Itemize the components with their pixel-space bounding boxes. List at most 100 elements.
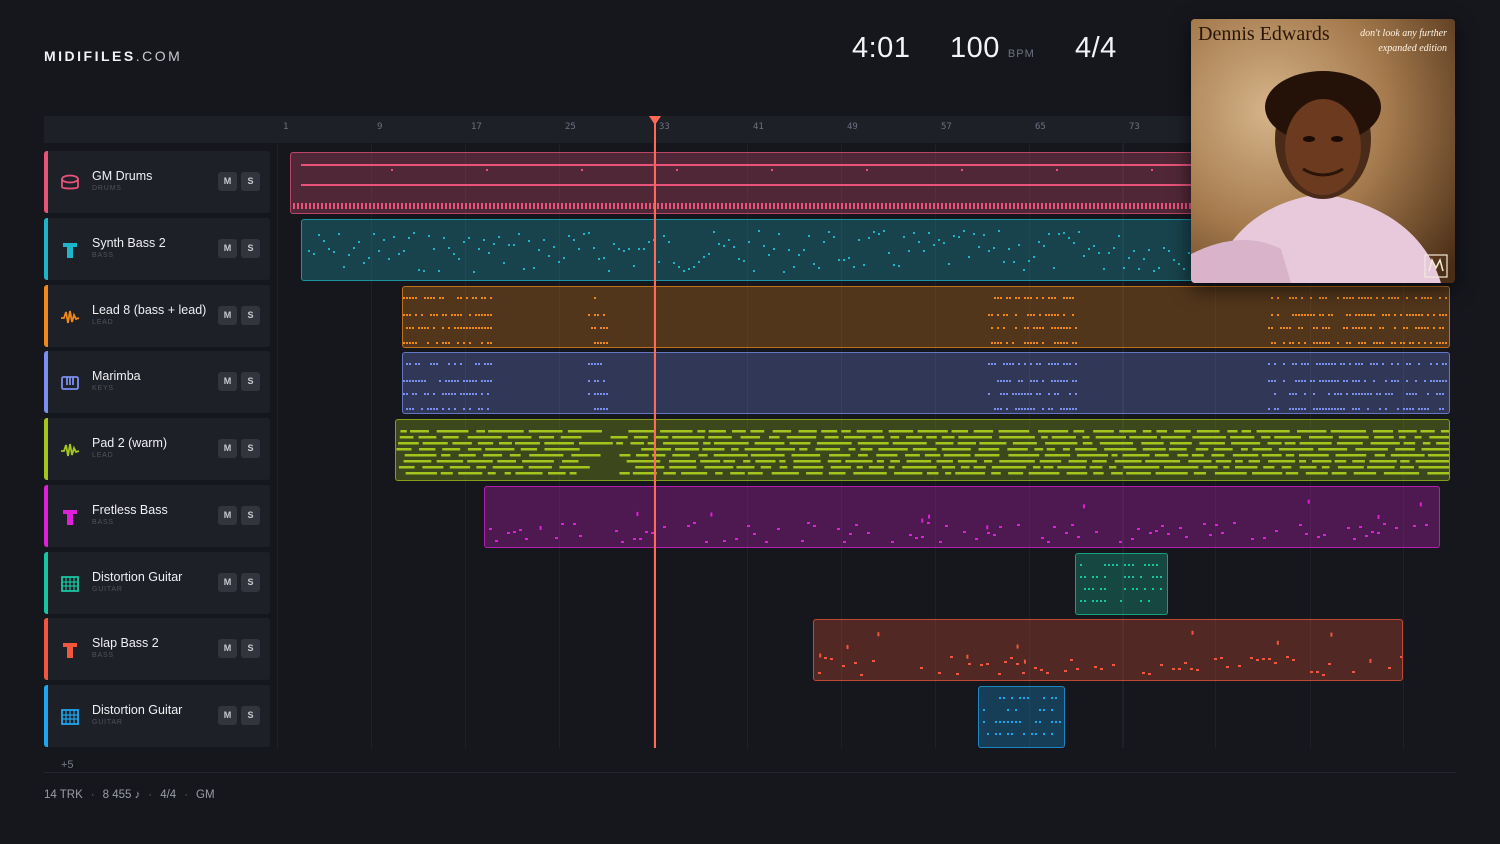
grid-line <box>653 143 654 748</box>
solo-button[interactable]: S <box>241 238 260 258</box>
ruler-tick: 25 <box>565 122 576 132</box>
playhead-marker[interactable] <box>649 116 661 125</box>
track-category: GUITAR <box>92 719 123 726</box>
bass-icon <box>60 640 80 660</box>
solo-button[interactable]: S <box>241 372 260 392</box>
keys-icon <box>60 373 80 393</box>
album-title-line1: don't look any further <box>1360 28 1447 39</box>
midi-clip[interactable] <box>978 686 1065 748</box>
guitar-icon <box>60 574 80 594</box>
track-category: KEYS <box>92 385 114 393</box>
track-name: Pad 2 (warm) <box>92 436 168 450</box>
mute-button[interactable]: M <box>218 706 237 725</box>
footer-divider <box>44 772 1456 773</box>
grid-line <box>277 143 278 748</box>
time-signature: 4/4 <box>1075 32 1117 64</box>
track-color-stripe <box>44 551 48 614</box>
ruler-tick: 49 <box>847 122 858 132</box>
mute-button[interactable]: M <box>218 238 237 258</box>
ruler-tick: 1 <box>283 122 289 132</box>
solo-button[interactable]: S <box>241 439 260 458</box>
album-title: don't look any further expanded edition <box>1360 26 1447 56</box>
track-name: Distortion Guitar <box>92 569 183 584</box>
track-color-stripe <box>44 685 48 747</box>
mute-button[interactable]: M <box>218 439 237 458</box>
mute-button[interactable]: M <box>218 372 237 392</box>
track-color-stripe <box>44 484 48 547</box>
portrait-illustration <box>1191 19 1455 283</box>
more-tracks[interactable]: +5 <box>61 759 74 771</box>
grid-line <box>1310 143 1311 748</box>
track-category: DRUMS <box>92 185 122 192</box>
track-category: BASS <box>92 251 114 259</box>
track-category: BASS <box>92 518 114 526</box>
solo-button[interactable]: S <box>241 572 260 592</box>
wave-icon <box>60 440 80 460</box>
ruler-tick: 65 <box>1035 122 1046 132</box>
mute-button[interactable]: M <box>218 305 237 325</box>
note-count: 8 455 ♪ <box>102 789 141 801</box>
solo-button[interactable]: S <box>241 706 260 725</box>
midi-clip[interactable] <box>395 419 1450 481</box>
grid-line <box>1123 143 1124 748</box>
brand-logo: MIDIFILES.COM <box>44 48 182 64</box>
grid-line <box>371 143 372 748</box>
track-name: Lead 8 (bass + lead) <box>92 302 207 317</box>
midi-clip[interactable] <box>1075 552 1168 615</box>
track-name: Fretless Bass <box>92 502 168 517</box>
playhead[interactable] <box>654 120 656 748</box>
midi-clip[interactable] <box>301 218 1202 281</box>
ruler-tick: 17 <box>471 122 482 132</box>
track-name: Synth Bass 2 <box>92 235 166 250</box>
album-artist: Dennis Edwards <box>1198 23 1330 45</box>
track-name: GM Drums <box>92 169 153 183</box>
guitar-icon <box>60 707 80 727</box>
grid-line <box>747 143 748 748</box>
grid-line <box>465 143 466 748</box>
midi-standard: GM <box>196 789 215 801</box>
ruler-tick: 57 <box>941 122 952 132</box>
tempo-value: 100 <box>950 32 1000 64</box>
midi-clip[interactable] <box>484 485 1440 548</box>
ruler-tick: 73 <box>1129 122 1140 132</box>
album-cover: Dennis Edwards don't look any further exp… <box>1191 19 1455 283</box>
midi-clip[interactable] <box>402 352 1450 415</box>
solo-button[interactable]: S <box>241 639 260 659</box>
solo-button[interactable]: S <box>241 172 260 191</box>
mute-button[interactable]: M <box>218 572 237 592</box>
mute-button[interactable]: M <box>218 639 237 659</box>
track-count: 14 TRK <box>44 789 83 801</box>
grid-line <box>935 143 936 748</box>
brand-light: .COM <box>135 48 183 64</box>
grid-line <box>1403 143 1404 748</box>
album-title-line2: expanded edition <box>1378 43 1447 54</box>
grid-line <box>1029 143 1030 748</box>
mute-button[interactable]: M <box>218 505 237 525</box>
elapsed-time: 4:01 <box>852 32 911 64</box>
drum-icon <box>60 173 80 193</box>
footer-signature: 4/4 <box>160 789 177 801</box>
track-color-stripe <box>44 151 48 213</box>
mute-button[interactable]: M <box>218 172 237 191</box>
solo-button[interactable]: S <box>241 305 260 325</box>
ruler-tick: 9 <box>377 122 383 132</box>
midi-clip[interactable] <box>813 619 1403 682</box>
midi-clip[interactable] <box>402 285 1450 348</box>
wave-icon <box>60 307 80 327</box>
bass-icon <box>60 240 80 260</box>
track-name: Distortion Guitar <box>92 703 183 717</box>
solo-button[interactable]: S <box>241 505 260 525</box>
track-color-stripe <box>44 351 48 414</box>
track-category: BASS <box>92 652 114 660</box>
midi-clip[interactable] <box>290 152 1202 214</box>
track-color-stripe <box>44 217 48 280</box>
